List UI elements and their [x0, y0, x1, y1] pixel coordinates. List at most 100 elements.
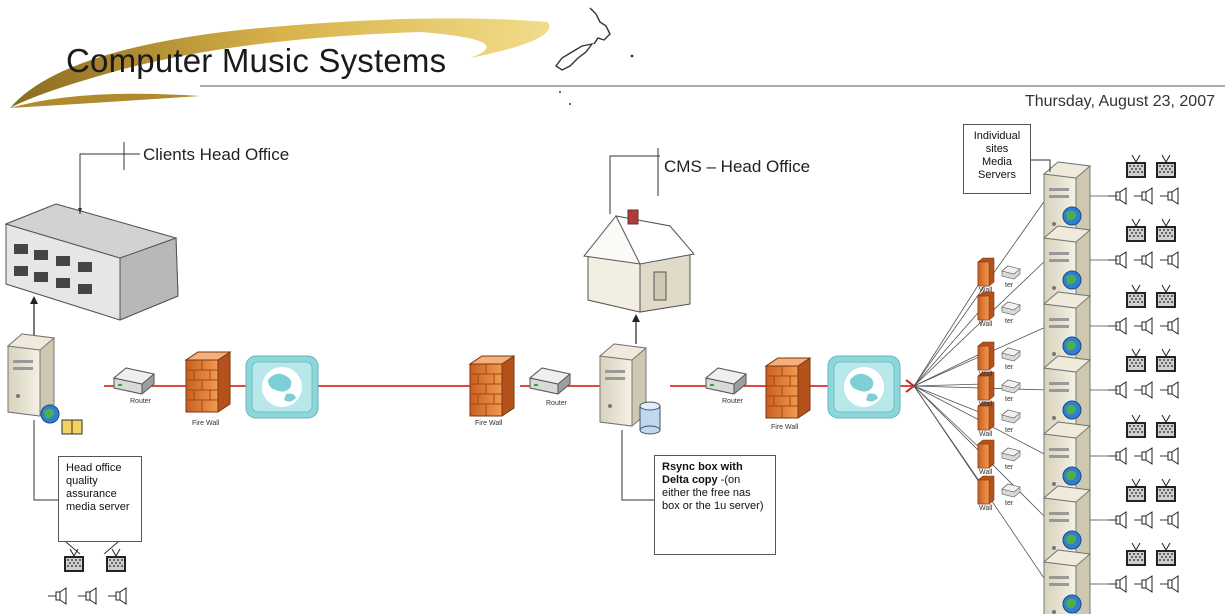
- logo-swoosh-icon: [10, 18, 550, 108]
- router-icon: [1001, 265, 1021, 280]
- ter-label: ter: [1005, 282, 1014, 289]
- speaker-icon: [1133, 447, 1153, 465]
- rsync-callout: Rsync box with Delta copy -(on either th…: [654, 455, 776, 555]
- wall-label: Wall: [979, 401, 993, 408]
- individual-sites-callout: Individual sites Media Servers: [963, 124, 1031, 194]
- router-label: Router: [546, 400, 568, 407]
- new-zealand-map-icon: [554, 7, 611, 71]
- router-label: Router: [722, 398, 744, 405]
- building-icon: [4, 203, 179, 321]
- firewall-icon: [977, 439, 995, 469]
- page-title: Computer Music Systems: [66, 42, 447, 79]
- monitor-icon: [1155, 348, 1177, 373]
- router-icon: [1001, 347, 1021, 362]
- monitor-icon: [1125, 348, 1147, 373]
- globe-icon: [40, 404, 60, 424]
- router-icon: [1001, 379, 1021, 394]
- firewall-icon: [185, 351, 231, 413]
- speaker-icon: [77, 587, 97, 605]
- ter-label: ter: [1005, 364, 1014, 371]
- rsync-callout-text: -(on either the free nas box or the 1u s…: [662, 474, 764, 512]
- wall-label: Wall: [979, 321, 993, 328]
- wall-label: Wall: [979, 469, 993, 476]
- firewall-icon: [765, 357, 811, 419]
- ter-label: ter: [1005, 427, 1014, 434]
- firewall-icon: [469, 355, 515, 417]
- speaker-icon: [1159, 511, 1179, 529]
- firewall-label: Fire Wall: [475, 420, 503, 427]
- speaker-icon: [47, 587, 67, 605]
- monitor-icon: [63, 548, 85, 573]
- speaker-icon: [1133, 511, 1153, 529]
- internet-cloud-icon: [245, 355, 319, 419]
- clients-head-office-label: Clients Head Office: [143, 145, 290, 164]
- router-icon: [705, 367, 747, 395]
- globe-icon: [1062, 270, 1082, 290]
- globe-icon: [1062, 206, 1082, 226]
- router-label: Router: [130, 398, 152, 405]
- globe-icon: [1062, 336, 1082, 356]
- monitor-icon: [1125, 154, 1147, 179]
- house-icon: [583, 209, 695, 313]
- database-icon: [639, 401, 661, 435]
- server-icon: [7, 333, 55, 417]
- router-icon: [1001, 483, 1021, 498]
- monitor-icon: [1155, 478, 1177, 503]
- wall-label: Wall: [979, 371, 993, 378]
- speaker-icon: [1159, 447, 1179, 465]
- speaker-icon: [1159, 187, 1179, 205]
- speaker-icon: [1133, 575, 1153, 593]
- wall-label: Wall: [979, 287, 993, 294]
- monitor-icon: [1155, 218, 1177, 243]
- qa-server-callout: Head office quality assurance media serv…: [58, 456, 142, 542]
- speaker-icon: [107, 587, 127, 605]
- monitor-icon: [1155, 542, 1177, 567]
- router-icon: [113, 367, 155, 395]
- firewall-icon: [977, 475, 995, 505]
- wall-label: Wall: [979, 505, 993, 512]
- monitor-icon: [1155, 414, 1177, 439]
- speaker-icon: [1133, 187, 1153, 205]
- monitor-icon: [1125, 542, 1147, 567]
- router-icon: [1001, 301, 1021, 316]
- site-av-grid: [1107, 154, 1179, 593]
- monitor-icon: [1125, 414, 1147, 439]
- cms-head-office-label: CMS – Head Office: [664, 157, 811, 176]
- globe-icon: [1062, 530, 1082, 550]
- ter-label: ter: [1005, 500, 1014, 507]
- monitor-icon: [1125, 218, 1147, 243]
- speaker-icon: [1133, 317, 1153, 335]
- globe-icon: [1062, 400, 1082, 420]
- firewall-label: Fire Wall: [192, 420, 220, 427]
- speaker-icon: [1159, 251, 1179, 269]
- date-label: Thursday, August 23, 2007: [1024, 93, 1215, 110]
- speaker-icon: [1133, 381, 1153, 399]
- monitor-icon: [1155, 284, 1177, 309]
- firewall-label: Fire Wall: [771, 424, 799, 431]
- firewall-icon: [977, 257, 995, 287]
- monitor-icon: [1155, 154, 1177, 179]
- speaker-icon: [1159, 317, 1179, 335]
- globe-icon: [1062, 594, 1082, 614]
- monitor-icon: [1125, 284, 1147, 309]
- ter-label: ter: [1005, 318, 1014, 325]
- router-icon: [529, 367, 571, 395]
- monitor-icon: [105, 548, 127, 573]
- router-icon: [1001, 447, 1021, 462]
- speaker-icon: [1159, 575, 1179, 593]
- server-icon: [599, 343, 647, 427]
- folder-icon: [61, 419, 83, 435]
- router-icon: [1001, 409, 1021, 424]
- firewall-icon: [977, 291, 995, 321]
- ter-label: ter: [1005, 464, 1014, 471]
- wall-label: Wall: [979, 431, 993, 438]
- ter-label: ter: [1005, 396, 1014, 403]
- internet-cloud-icon: [827, 355, 901, 419]
- monitor-icon: [1125, 478, 1147, 503]
- speaker-icon: [1159, 381, 1179, 399]
- speaker-icon: [1133, 251, 1153, 269]
- globe-icon: [1062, 466, 1082, 486]
- firewall-icon: [977, 341, 995, 371]
- rsync-callout-bold: Rsync box with Delta copy: [662, 461, 743, 486]
